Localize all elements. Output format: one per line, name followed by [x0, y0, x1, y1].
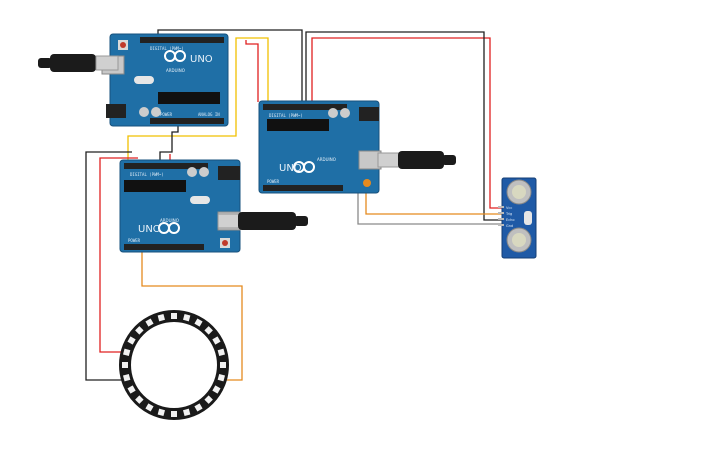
reset-button[interactable]	[363, 179, 371, 187]
ring-led	[220, 362, 226, 368]
wire-red-top[interactable]	[245, 40, 259, 102]
ring-led	[217, 348, 226, 356]
microcontroller-chip	[124, 180, 186, 192]
svg-text:DIGITAL (PWM~): DIGITAL (PWM~)	[269, 113, 303, 118]
ring-led	[157, 408, 165, 417]
ring-led	[135, 395, 144, 404]
arduino-bottom-left[interactable]: DIGITAL (PWM~) UNO ARDUINO POWER	[119, 159, 241, 253]
board-model: UNO	[190, 54, 213, 65]
sensor-pin-label: Gnd	[506, 224, 513, 228]
svg-text:ANALOG IN: ANALOG IN	[198, 112, 220, 117]
sensor-pin-label: Echo	[506, 218, 515, 222]
board-model: UNO	[138, 224, 161, 235]
wire-yellow-top[interactable]	[127, 37, 269, 162]
neopixel-ring[interactable]	[119, 310, 229, 420]
microcontroller-chip	[158, 92, 220, 104]
wire-black-mid[interactable]	[159, 126, 179, 162]
usb-cable-left	[38, 54, 119, 72]
wire-orange-sensor[interactable]	[365, 184, 502, 215]
svg-text:POWER: POWER	[128, 238, 141, 243]
sensor-pin[interactable]	[498, 212, 504, 214]
ring-led	[122, 374, 131, 382]
ring-led	[204, 326, 213, 335]
ring-led	[135, 326, 144, 335]
svg-text:ARDUINO: ARDUINO	[166, 68, 185, 73]
arduino-top-left[interactable]: DIGITAL (PWM~) UNO ARDUINO POWER ANALOG …	[101, 33, 229, 127]
ring-led	[212, 336, 221, 345]
svg-text:ARDUINO: ARDUINO	[317, 157, 336, 162]
power-jack	[106, 104, 126, 118]
ring-led	[217, 374, 226, 382]
ring-led	[122, 348, 131, 356]
ring-led	[204, 395, 213, 404]
wire-red-sensor[interactable]	[311, 37, 502, 209]
wire-orange-ring[interactable]	[141, 250, 243, 381]
ring-led	[145, 403, 154, 412]
svg-text:DIGITAL (PWM~): DIGITAL (PWM~)	[130, 172, 164, 177]
microcontroller-chip	[267, 119, 329, 131]
svg-text:DIGITAL (PWM~): DIGITAL (PWM~)	[150, 46, 184, 51]
wire-black-ring[interactable]	[85, 151, 132, 381]
ring-led	[171, 313, 177, 319]
svg-text:POWER: POWER	[267, 179, 280, 184]
ring-led	[145, 318, 154, 327]
ring-led	[127, 385, 136, 394]
ring-led	[127, 336, 136, 345]
wire-black-sensor[interactable]	[305, 31, 502, 221]
power-jack	[359, 107, 379, 121]
ring-led	[171, 411, 177, 417]
arduino-right[interactable]: DIGITAL (PWM~) UNO ARDUINO POWER	[258, 100, 382, 194]
ring-led	[157, 313, 165, 322]
wire-red-ring[interactable]	[99, 157, 138, 353]
board-model: UNO	[279, 163, 302, 174]
sensor-pin-label: Vcc	[506, 206, 512, 210]
sensor-pin[interactable]	[498, 218, 504, 220]
ring-led	[212, 385, 221, 394]
ring-led	[122, 362, 128, 368]
ring-led	[183, 408, 191, 417]
power-jack	[218, 166, 240, 180]
usb-cable-bottom	[217, 212, 308, 230]
svg-text:POWER: POWER	[160, 112, 173, 117]
sensor-pin[interactable]	[498, 206, 504, 208]
ring-led	[194, 318, 203, 327]
sensor-pin-label: Trig	[505, 212, 512, 216]
wires	[85, 29, 502, 381]
ring-led	[183, 313, 191, 322]
svg-text:ARDUINO: ARDUINO	[160, 218, 179, 223]
ring-led	[194, 403, 203, 412]
sensor-pin[interactable]	[498, 224, 504, 226]
usb-cable-right	[377, 151, 456, 169]
